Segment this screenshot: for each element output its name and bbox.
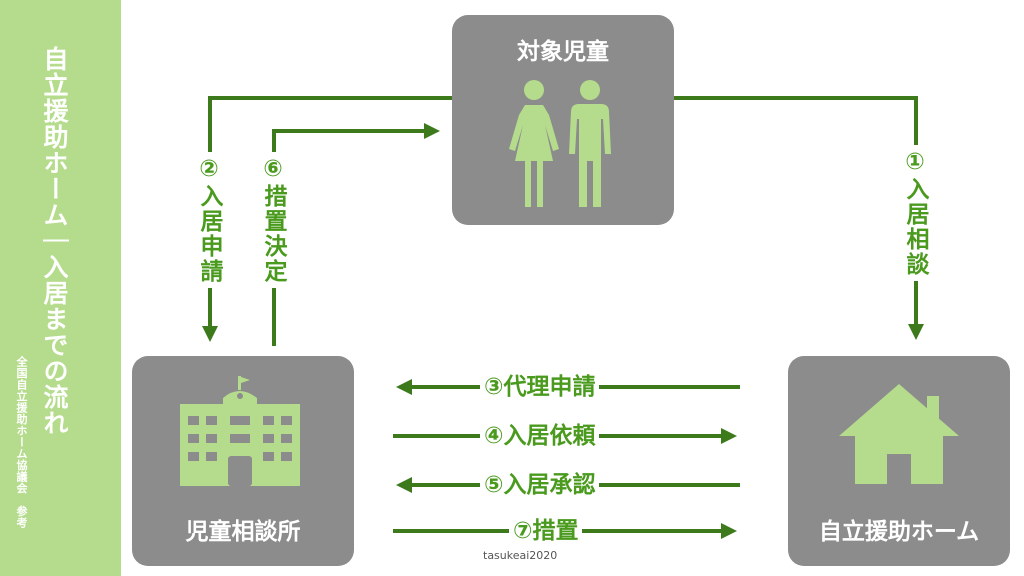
step-7-label: ⑦措置 <box>509 517 583 545</box>
building-icon <box>180 376 300 486</box>
credit-text: tasukeai2020 <box>483 549 558 562</box>
arrow-consult <box>674 96 924 340</box>
node-target-label: 対象児童 <box>517 39 609 65</box>
house-icon <box>839 384 959 484</box>
node-home: 自立援助ホーム <box>788 356 1010 566</box>
node-home-label: 自立援助ホーム <box>818 519 980 545</box>
step-1-label: ①入居相談 <box>902 145 928 281</box>
step-4-label: ④入居依頼 <box>480 422 600 450</box>
arrow-apply <box>202 96 452 342</box>
sidebar: 自立援助ホーム｜入居までの流れ 全国自立援助ホーム協議会 参考 <box>0 0 121 576</box>
step-2-label: ②入居申請 <box>196 152 222 288</box>
sidebar-subtitle: 全国自立援助ホーム協議会 参考 <box>15 356 28 529</box>
step-6-label: ⑥措置決定 <box>260 152 286 288</box>
arrow-decision <box>272 123 440 346</box>
node-target-child: 対象児童 <box>452 15 674 225</box>
sidebar-title: 自立援助ホーム｜入居までの流れ <box>40 46 69 436</box>
node-guidance-label: 児童相談所 <box>185 519 301 545</box>
children-icon <box>509 80 611 207</box>
step-3-label: ③代理申請 <box>480 373 600 401</box>
step-5-label: ⑤入居承認 <box>480 471 600 499</box>
node-guidance-center: 児童相談所 <box>132 356 354 566</box>
